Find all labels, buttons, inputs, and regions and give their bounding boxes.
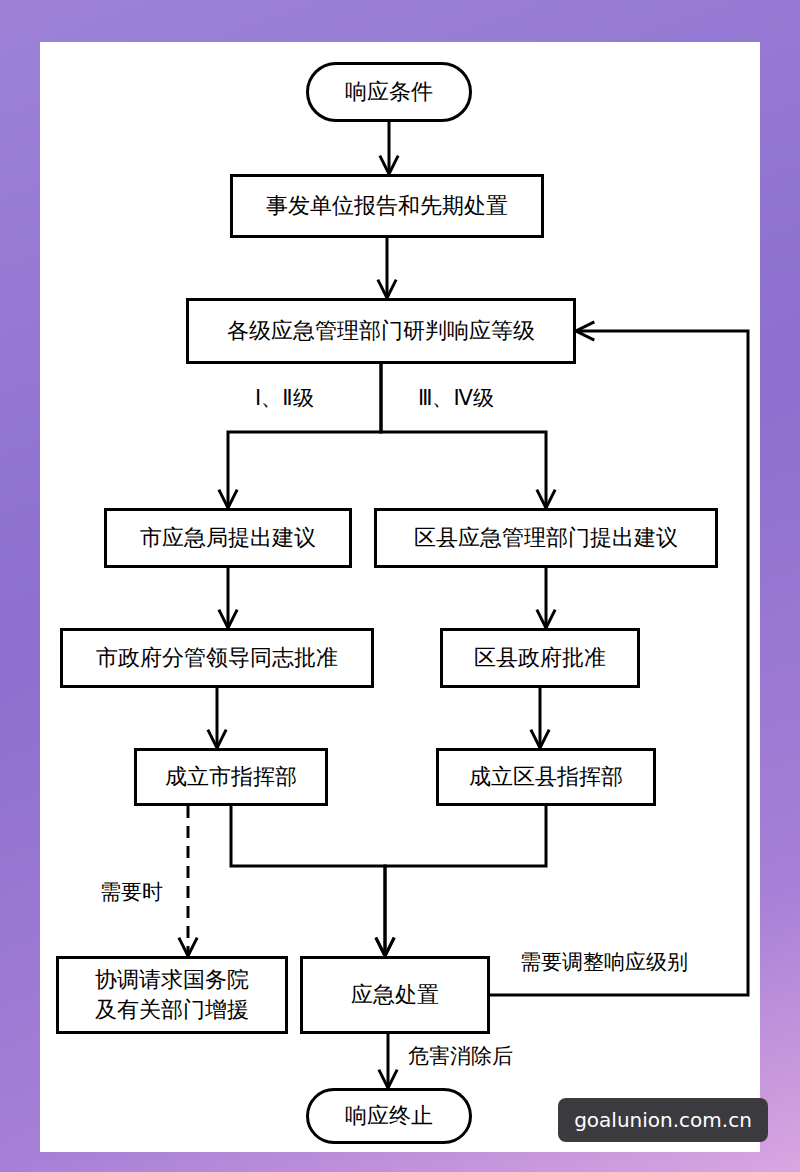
node-label: 区县应急管理部门提出建议 — [414, 523, 678, 553]
start-end-pill: 响应条件 — [306, 62, 472, 122]
flow-arrow — [386, 238, 389, 298]
node-label: 市政府分管领导同志批准 — [96, 643, 338, 673]
node-label: 各级应急管理部门研判响应等级 — [227, 316, 535, 346]
node-label: 响应条件 — [345, 77, 433, 107]
start-end-pill: 响应终止 — [306, 1088, 472, 1144]
process-box: 区县应急管理部门提出建议 — [374, 508, 718, 568]
node-label: 成立区县指挥部 — [469, 762, 623, 792]
flow-arrow — [231, 806, 385, 956]
edge-label: Ⅲ、Ⅳ级 — [418, 384, 494, 412]
dashed-arrow — [187, 806, 190, 956]
edge-label: 需要时 — [100, 878, 163, 906]
process-box: 协调请求国务院 及有关部门增援 — [56, 956, 288, 1034]
flow-arrow — [381, 364, 546, 508]
flow-arrow — [387, 1034, 390, 1088]
process-box: 市政府分管领导同志批准 — [60, 628, 374, 688]
edge-label: 危害消除后 — [408, 1042, 513, 1070]
edge-label: Ⅰ、Ⅱ级 — [255, 384, 314, 412]
node-label: 区县政府批准 — [474, 643, 606, 673]
flow-arrow — [545, 568, 548, 628]
process-box: 市应急局提出建议 — [104, 508, 352, 568]
node-label: 市应急局提出建议 — [140, 523, 316, 553]
node-label: 应急处置 — [351, 980, 439, 1010]
process-box: 应急处置 — [300, 956, 490, 1034]
process-box: 各级应急管理部门研判响应等级 — [186, 298, 576, 364]
node-label: 协调请求国务院 及有关部门增援 — [90, 965, 255, 1024]
flow-arrow — [388, 122, 391, 174]
white-panel — [40, 42, 760, 1152]
flow-arrow — [228, 364, 381, 508]
node-label: 成立市指挥部 — [165, 762, 297, 792]
process-box: 区县政府批准 — [440, 628, 640, 688]
watermark: goalunion.com.cn — [558, 1098, 768, 1142]
flow-arrow — [216, 688, 219, 748]
edge-label: 需要调整响应级别 — [520, 948, 688, 976]
process-box: 事发单位报告和先期处置 — [230, 174, 544, 238]
flow-arrow — [385, 806, 546, 956]
process-box: 成立市指挥部 — [134, 748, 328, 806]
flow-arrow — [227, 568, 230, 628]
node-label: 事发单位报告和先期处置 — [266, 191, 508, 221]
flow-arrow — [539, 688, 542, 748]
node-label: 响应终止 — [345, 1101, 433, 1131]
process-box: 成立区县指挥部 — [436, 748, 656, 806]
